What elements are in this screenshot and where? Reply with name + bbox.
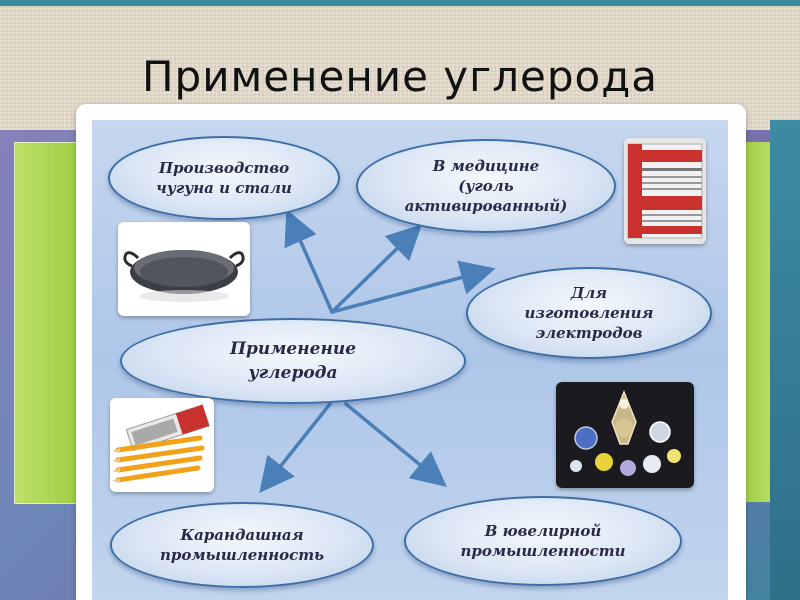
node-cast-iron: Производство чугуна и стали bbox=[108, 136, 340, 220]
right-teal-strip bbox=[770, 120, 800, 600]
node-medicine: В медицине (уголь активированный) bbox=[356, 139, 616, 233]
node-jewelry-label: В ювелирной промышленности bbox=[460, 522, 626, 560]
arrow-to-pencil bbox=[259, 402, 332, 493]
jewelry-image bbox=[556, 382, 694, 488]
activated-charcoal-package-icon bbox=[624, 138, 706, 244]
node-jewelry: В ювелирной промышленности bbox=[404, 496, 682, 586]
node-electrodes: Для изготовления электродов bbox=[466, 267, 712, 359]
arrow-to-cast-iron bbox=[284, 209, 334, 314]
arrow-to-electrodes bbox=[330, 260, 496, 314]
slide-title: Применение углерода bbox=[141, 52, 659, 101]
node-electrodes-label: Для изготовления электродов bbox=[524, 284, 654, 342]
pencils-icon bbox=[110, 398, 214, 492]
jewelry-gems-icon bbox=[556, 382, 694, 488]
arrow-to-medicine bbox=[330, 224, 423, 314]
node-pencil-label: Карандашная промышленность bbox=[159, 526, 325, 564]
node-center-label: Применение углерода bbox=[229, 339, 357, 383]
arrow-to-jewelry bbox=[344, 402, 447, 487]
charcoal-package-image bbox=[624, 138, 706, 244]
node-center: Применение углерода bbox=[120, 318, 466, 404]
pencils-image bbox=[110, 398, 214, 492]
node-medicine-label: В медицине (уголь активированный) bbox=[404, 157, 568, 215]
pan-image bbox=[118, 222, 250, 316]
node-pencil: Карандашная промышленность bbox=[110, 502, 374, 588]
frying-pan-icon bbox=[118, 222, 250, 316]
node-cast-iron-label: Производство чугуна и стали bbox=[156, 159, 292, 197]
